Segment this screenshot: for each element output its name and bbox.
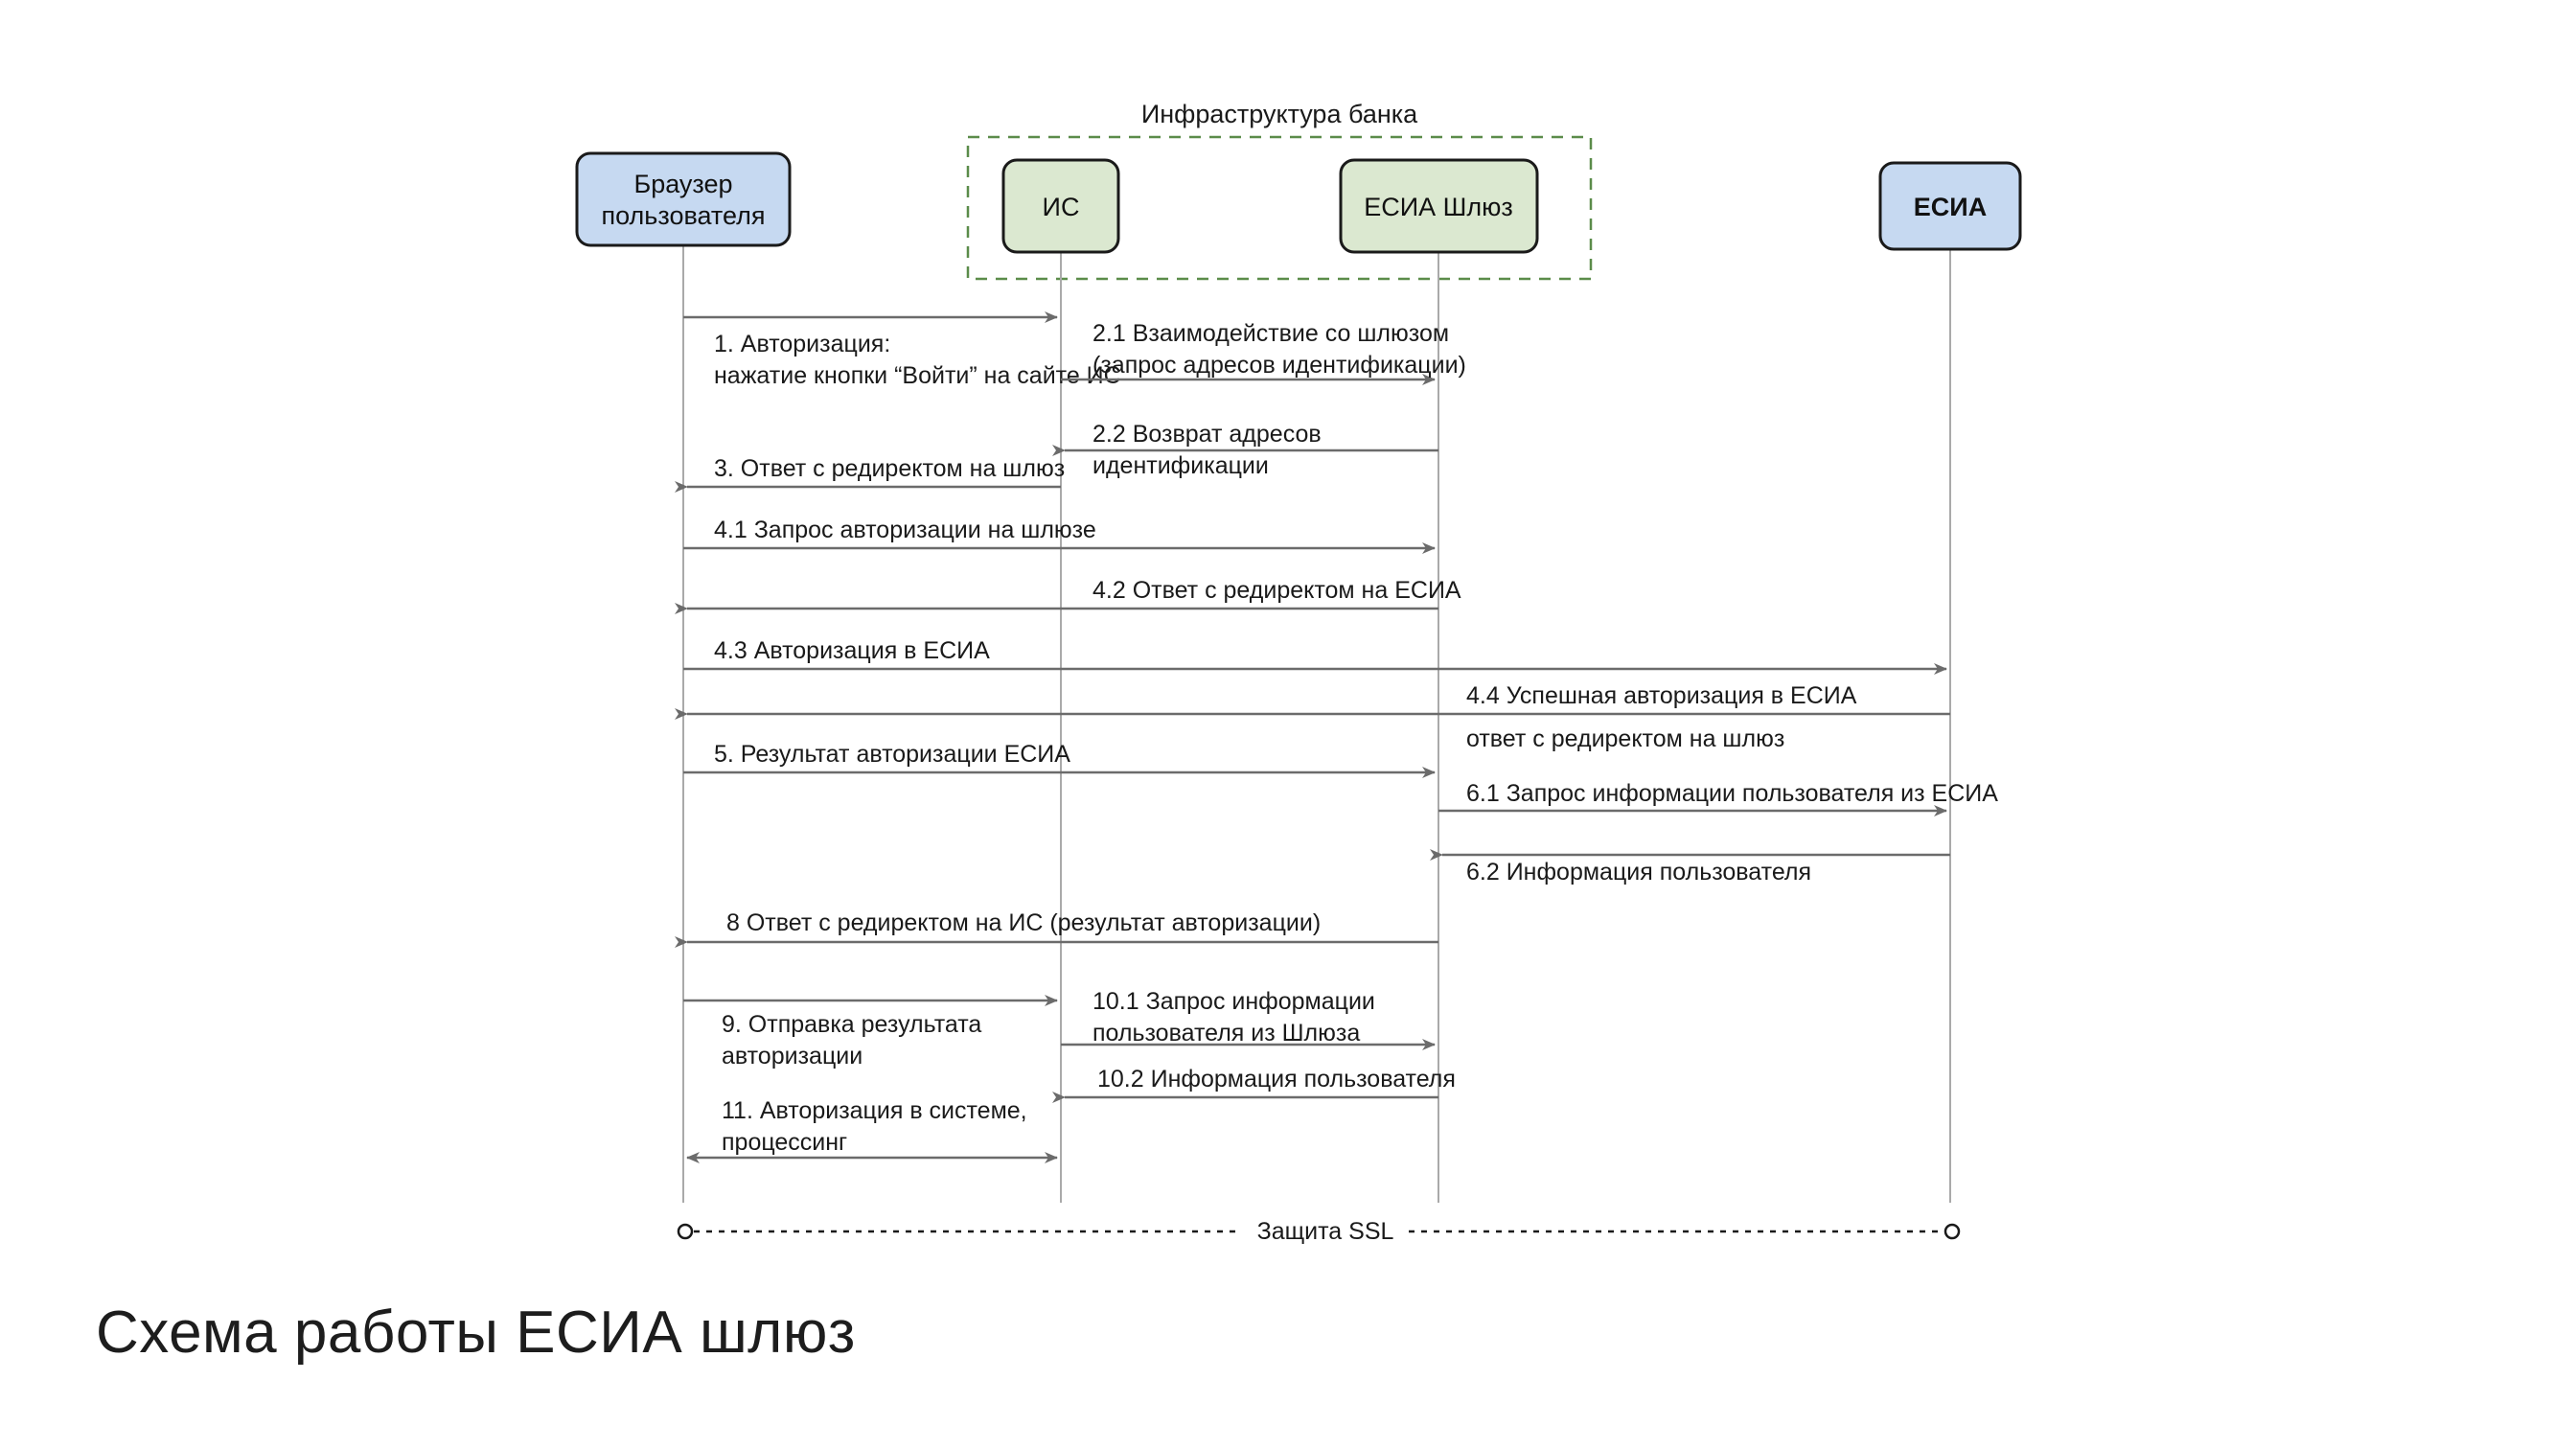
message-label-4-2: 4.2 Ответ с редиректом на ЕСИА (1092, 577, 1461, 604)
participant-box-gateway[interactable] (1339, 158, 1539, 254)
message-label-2-1-line1: 2.1 Взаимодействие со шлюзом (1092, 320, 1449, 347)
message-4-2: 4.2 Ответ с редиректом на ЕСИА (675, 577, 1461, 614)
message-label-8: 8 Ответ с редиректом на ИС (результат ав… (726, 909, 1321, 936)
participant-label-esia: ЕСИА (1914, 193, 1987, 221)
message-label-4-1: 4.1 Запрос авторизации на шлюзе (714, 517, 1096, 543)
participant-box-browser[interactable] (575, 151, 792, 247)
ssl-endpoint-left-icon (677, 1223, 694, 1240)
message-label-2-1-line2: (запрос адресов идентификации) (1092, 352, 1466, 379)
message-6-2: 6.2 Информация пользователя (1430, 849, 1950, 886)
message-label-1-line1: 1. Авторизация: (714, 331, 890, 357)
message-label-2-2-line1: 2.2 Возврат адресов (1092, 421, 1322, 448)
message-4-1: 4.1 Запрос авторизации на шлюзе (683, 517, 1436, 554)
message-label-11-line1: 11. Авторизация в системе, (722, 1097, 1027, 1124)
message-label-1-line2: нажатие кнопки “Войти” на сайте ИС (714, 362, 1121, 389)
message-4-3: 4.3 Авторизация в ЕСИА (683, 637, 1947, 675)
participant-browser[interactable]: Браузер пользователя (575, 151, 792, 247)
ssl-endpoint-right-icon (1944, 1223, 1961, 1240)
page-title: Схема работы ЕСИА шлюз (96, 1300, 856, 1366)
group-label: Инфраструктура банка (1141, 100, 1418, 128)
ssl-label: Защита SSL (1257, 1218, 1394, 1245)
participant-label-browser-line1: Браузер (633, 170, 732, 198)
message-2-1: 2.1 Взаимодействие со шлюзом (запрос адр… (1061, 320, 1466, 385)
message-label-2-2-line2: идентификации (1092, 452, 1269, 479)
participant-label-is: ИС (1043, 193, 1080, 221)
message-label-5: 5. Результат авторизации ЕСИА (714, 741, 1070, 768)
message-label-10-1-line1: 10.1 Запрос информации (1092, 988, 1375, 1015)
message-10-1: 10.1 Запрос информации пользователя из Ш… (1061, 988, 1436, 1050)
message-11: 11. Авторизация в системе, процессинг (686, 1097, 1058, 1163)
message-label-11-line2: процессинг (722, 1129, 847, 1156)
message-6-1: 6.1 Запрос информации пользователя из ЕС… (1438, 780, 1998, 816)
participant-label-browser-line2: пользователя (602, 201, 766, 230)
message-label-10-1-line2: пользователя из Шлюза (1092, 1020, 1360, 1046)
message-1: 1. Авторизация: нажатие кнопки “Войти” н… (683, 311, 1121, 389)
group-boundary (966, 135, 1593, 281)
message-label-4-4: 4.4 Успешная авторизация в ЕСИА (1466, 682, 1857, 709)
message-4-4: 4.4 Успешная авторизация в ЕСИА ответ с … (675, 682, 1950, 752)
ssl-protection: Защита SSL (677, 1218, 1961, 1245)
participant-box-is[interactable] (1001, 158, 1120, 254)
message-3: 3. Ответ с редиректом на шлюз (675, 455, 1065, 493)
message-8: 8 Ответ с редиректом на ИС (результат ав… (675, 909, 1438, 948)
participant-label-gateway: ЕСИА Шлюз (1364, 193, 1513, 221)
participant-is[interactable]: ИС (1001, 158, 1120, 254)
message-2-2: 2.2 Возврат адресов идентификации (1052, 421, 1438, 479)
message-label-6-1: 6.1 Запрос информации пользователя из ЕС… (1466, 780, 1998, 807)
participant-box-esia[interactable] (1878, 161, 2022, 251)
message-label-9-line2: авторизации (722, 1043, 862, 1070)
message-label-4-4-note: ответ с редиректом на шлюз (1466, 725, 1784, 752)
participant-gateway[interactable]: ЕСИА Шлюз (1339, 158, 1539, 254)
message-10-2: 10.2 Информация пользователя (1052, 1066, 1456, 1103)
message-label-10-2: 10.2 Информация пользователя (1097, 1066, 1456, 1092)
message-label-6-2: 6.2 Информация пользователя (1466, 859, 1811, 886)
message-9: 9. Отправка результата авторизации (683, 995, 1058, 1070)
bank-infrastructure-group: Инфраструктура банка (966, 100, 1593, 281)
message-label-3: 3. Ответ с редиректом на шлюз (714, 455, 1065, 482)
participant-esia[interactable]: ЕСИА (1878, 161, 2022, 251)
message-5: 5. Результат авторизации ЕСИА (683, 741, 1436, 778)
message-label-4-3: 4.3 Авторизация в ЕСИА (714, 637, 990, 664)
message-label-9-line1: 9. Отправка результата (722, 1011, 981, 1038)
